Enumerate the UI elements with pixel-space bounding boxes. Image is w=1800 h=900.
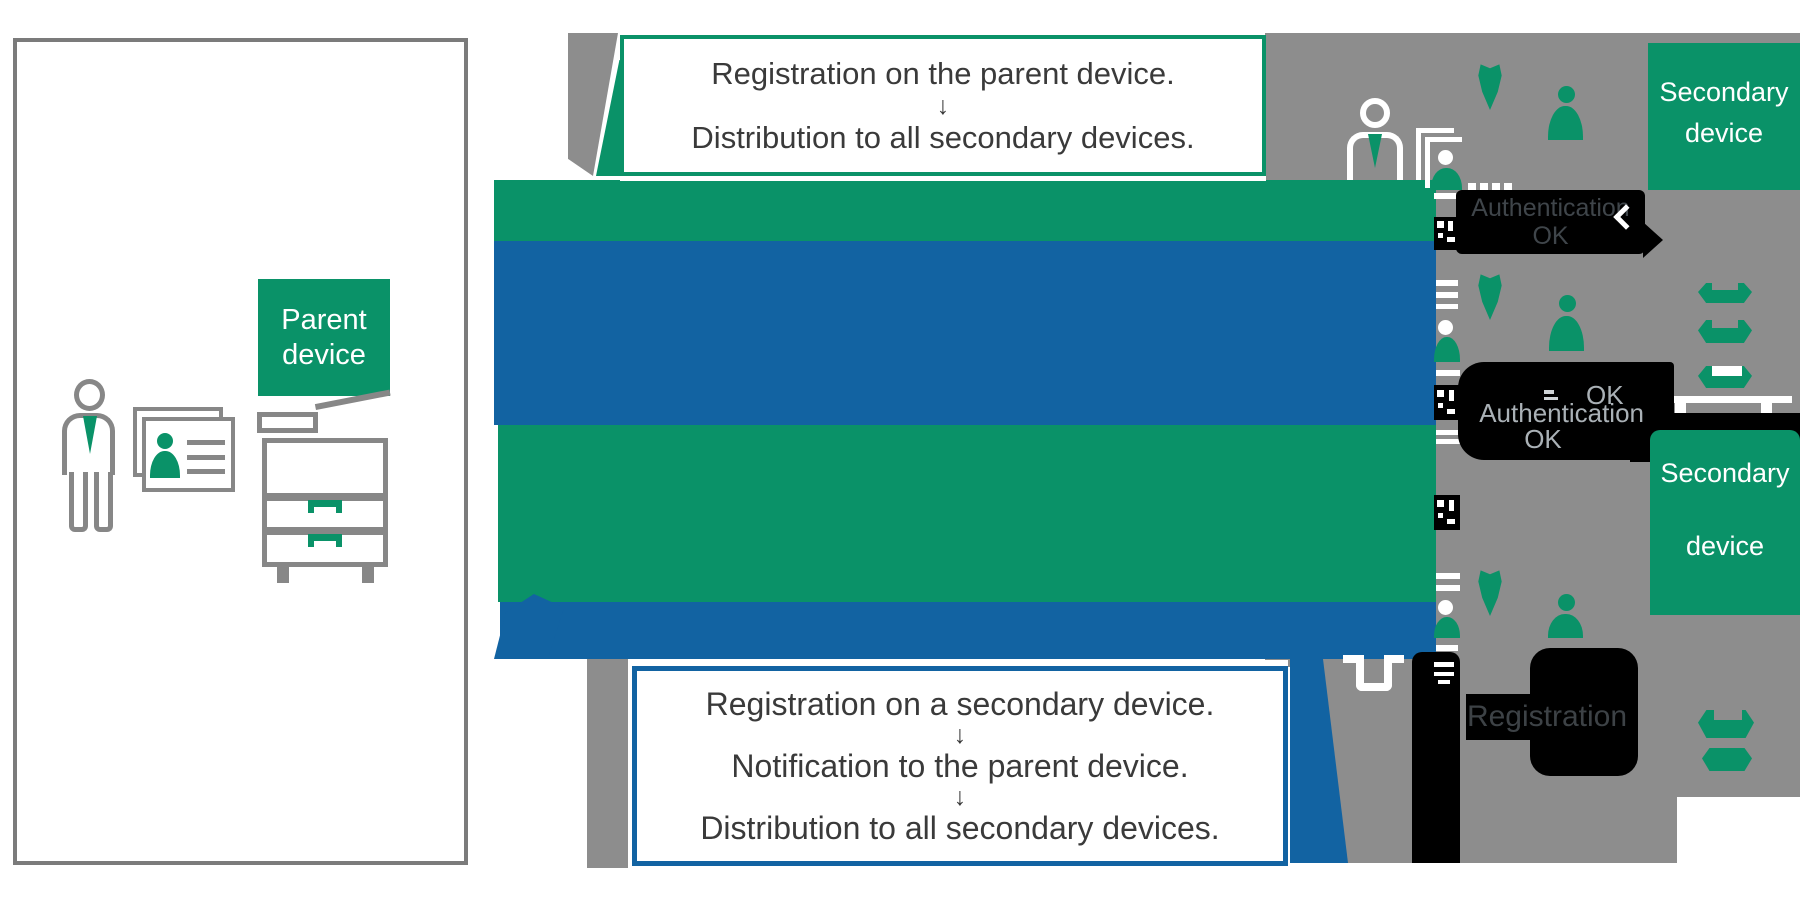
flow-top-line2: Distribution to all secondary devices. bbox=[691, 119, 1195, 155]
parent-device-label-line2: device bbox=[282, 338, 366, 371]
printer-handle-icon bbox=[1702, 748, 1752, 771]
card-stack-icon bbox=[1425, 137, 1462, 188]
dash-mark bbox=[1492, 183, 1500, 190]
glyph-mark bbox=[1438, 680, 1450, 684]
printer-drawer-icon bbox=[262, 530, 388, 567]
printer-leg-icon bbox=[1761, 403, 1772, 416]
strip-line bbox=[1436, 292, 1458, 298]
printer-handle-notch bbox=[1712, 283, 1738, 290]
auth-badge-top-line2: OK bbox=[1532, 222, 1569, 250]
auth-badge-middle-line2: OK bbox=[1524, 424, 1562, 454]
parent-device-label: Parent device bbox=[258, 279, 390, 396]
dash-mark bbox=[1480, 183, 1488, 190]
parent-device-panel bbox=[13, 38, 468, 865]
user-outline-fragment bbox=[1384, 655, 1404, 663]
flow-bottom-note: Registration on a secondary device. ↓ No… bbox=[632, 666, 1288, 866]
user-silhouette-icon bbox=[1549, 295, 1584, 351]
auth-badge-middle-stray-ok: OK bbox=[1586, 380, 1624, 410]
card-user-body-icon bbox=[1431, 168, 1462, 190]
id-card-line bbox=[187, 469, 225, 474]
flow-bottom-line3: Distribution to all secondary devices. bbox=[700, 810, 1220, 846]
strip-line bbox=[1436, 280, 1458, 286]
secondary-device-label-bottom: Secondary device bbox=[1650, 430, 1800, 615]
printer-handle-notch bbox=[1714, 710, 1742, 720]
glyph-mark bbox=[1434, 672, 1454, 676]
printer-handle-notch bbox=[314, 541, 336, 547]
strip-line bbox=[1436, 585, 1460, 591]
printer-leg-icon bbox=[1675, 403, 1686, 416]
card-user-icon bbox=[1434, 318, 1460, 362]
separator-line bbox=[632, 660, 1288, 666]
auth-badge-middle: OK Authentication OK bbox=[1458, 362, 1674, 460]
printer-handle-icon bbox=[1698, 320, 1752, 343]
printer-handle-notch bbox=[1712, 320, 1738, 328]
secondary-label-line2: device bbox=[1684, 118, 1764, 148]
user-silhouette-icon bbox=[1548, 86, 1583, 140]
flow-top-note: Registration on the parent device. ↓ Dis… bbox=[620, 35, 1266, 176]
printer-leg-icon bbox=[277, 567, 289, 583]
dash-mark bbox=[1544, 390, 1554, 394]
flow-top-line1: Registration on the parent device. bbox=[711, 55, 1175, 91]
separator-line bbox=[620, 176, 1266, 181]
id-card-line bbox=[187, 440, 225, 445]
glyph-mark bbox=[1434, 662, 1454, 667]
card-user-icon bbox=[1434, 598, 1460, 638]
secondary-label-line1: Secondary bbox=[1659, 77, 1789, 107]
user-silhouette-icon bbox=[1548, 594, 1583, 638]
auth-badge-top: Authentication OK bbox=[1456, 190, 1645, 254]
notification-arrow-band bbox=[494, 241, 1436, 425]
registration-column bbox=[1412, 652, 1460, 863]
printer-drawer-icon bbox=[262, 496, 388, 532]
down-arrow-glyph: ↓ bbox=[936, 91, 950, 120]
person-leg-icon bbox=[94, 472, 113, 532]
strip-line bbox=[1436, 439, 1460, 444]
printer-leg-icon bbox=[362, 567, 374, 583]
user-collar-icon bbox=[1356, 655, 1392, 691]
strip-line bbox=[1436, 645, 1458, 651]
registration-badge-label: Registration bbox=[1466, 700, 1628, 733]
printer-base-icon bbox=[1660, 396, 1792, 403]
qr-code-icon bbox=[1434, 385, 1460, 420]
secondary-label-line1: Secondary bbox=[1660, 458, 1790, 488]
printer-body-icon bbox=[262, 438, 388, 498]
parent-device-label-line1: Parent bbox=[281, 303, 367, 336]
notification-arrow-band-thin bbox=[500, 602, 1436, 659]
secondary-device-label-top: Secondary device bbox=[1648, 43, 1800, 190]
distribution-arrow-band-bottom bbox=[498, 425, 1436, 602]
secondary-label-line2: device bbox=[1685, 531, 1765, 561]
person-body-icon bbox=[62, 413, 115, 475]
qr-code-icon bbox=[1434, 217, 1460, 250]
gray-strip bbox=[587, 653, 628, 868]
flow-bottom-line1: Registration on a secondary device. bbox=[705, 686, 1215, 722]
user-outline-fragment bbox=[1343, 655, 1363, 663]
person-leg-icon bbox=[69, 472, 88, 532]
card-stack-icon bbox=[1416, 128, 1454, 180]
auth-badge-top-line1: Authentication bbox=[1471, 194, 1630, 222]
dash-mark bbox=[1544, 397, 1558, 400]
strip-line bbox=[1436, 304, 1458, 309]
strip-line bbox=[1436, 430, 1460, 435]
person-icon bbox=[74, 379, 105, 411]
user-outline-icon bbox=[1360, 98, 1390, 128]
id-card-line bbox=[187, 455, 225, 460]
printer-handle-notch bbox=[314, 507, 336, 513]
printer-feeder-icon bbox=[257, 412, 318, 433]
distribution-arrow-band-top bbox=[494, 180, 1436, 241]
qr-code-icon bbox=[1434, 495, 1460, 530]
printer-handle-icon bbox=[1698, 283, 1752, 303]
dash-mark bbox=[1468, 183, 1476, 190]
down-arrow-glyph: ↓ bbox=[953, 783, 967, 811]
strip-line bbox=[1436, 573, 1460, 579]
dash-mark bbox=[1504, 183, 1512, 190]
strip-line bbox=[1436, 370, 1460, 376]
down-arrow-glyph: ↓ bbox=[953, 721, 967, 749]
flow-bottom-line2: Notification to the parent device. bbox=[731, 748, 1189, 784]
id-card-user-icon bbox=[157, 433, 173, 449]
background-corner bbox=[1677, 797, 1800, 900]
auth-badge-middle-line1: Authentication bbox=[1479, 398, 1644, 428]
card-user-head-icon bbox=[1438, 150, 1453, 165]
strip-line bbox=[1434, 193, 1456, 199]
printer-handle-notch bbox=[1712, 366, 1742, 376]
registration-badge-band bbox=[1466, 694, 1628, 740]
